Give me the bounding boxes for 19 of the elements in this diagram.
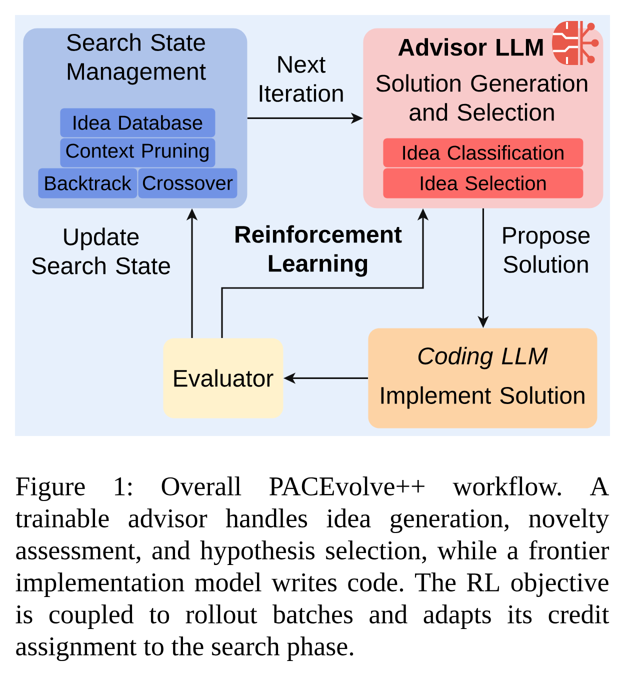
node-label: Crossover [142, 176, 233, 190]
component-box: Idea Selection [383, 168, 584, 198]
component-box: Idea Classification [383, 138, 584, 168]
component-box: Backtrack [38, 168, 138, 198]
component-box: Idea Database [60, 108, 216, 138]
node-label: Context Pruning [66, 143, 208, 162]
caption: Figure 1: Overall PACEvolve++ workflow. A trainable advisor handles idea generation, novelty assessment, and hypothesis selection, while a frontier implementation model writes code. The RL objective is coupled to rollout batches and adapts its credit assignment to the search phase. [15, 476, 610, 662]
edge-label: Next Iteration [250, 54, 352, 104]
node-label: Idea Database [74, 115, 202, 130]
edge-label: Propose Solution [494, 226, 598, 274]
component-box: Context Pruning [60, 138, 216, 168]
node-label: Idea Classification [403, 145, 564, 160]
process-box: Coding LLM Implement Solution [368, 328, 598, 428]
edge-label: Update Search State [27, 226, 175, 276]
node-label: Backtrack [45, 176, 132, 190]
node-label: Idea Selection [420, 176, 546, 190]
component-box: Crossover [138, 168, 238, 198]
edge-label: Reinforcement Learning [229, 224, 407, 278]
process-box: Evaluator [163, 338, 284, 418]
